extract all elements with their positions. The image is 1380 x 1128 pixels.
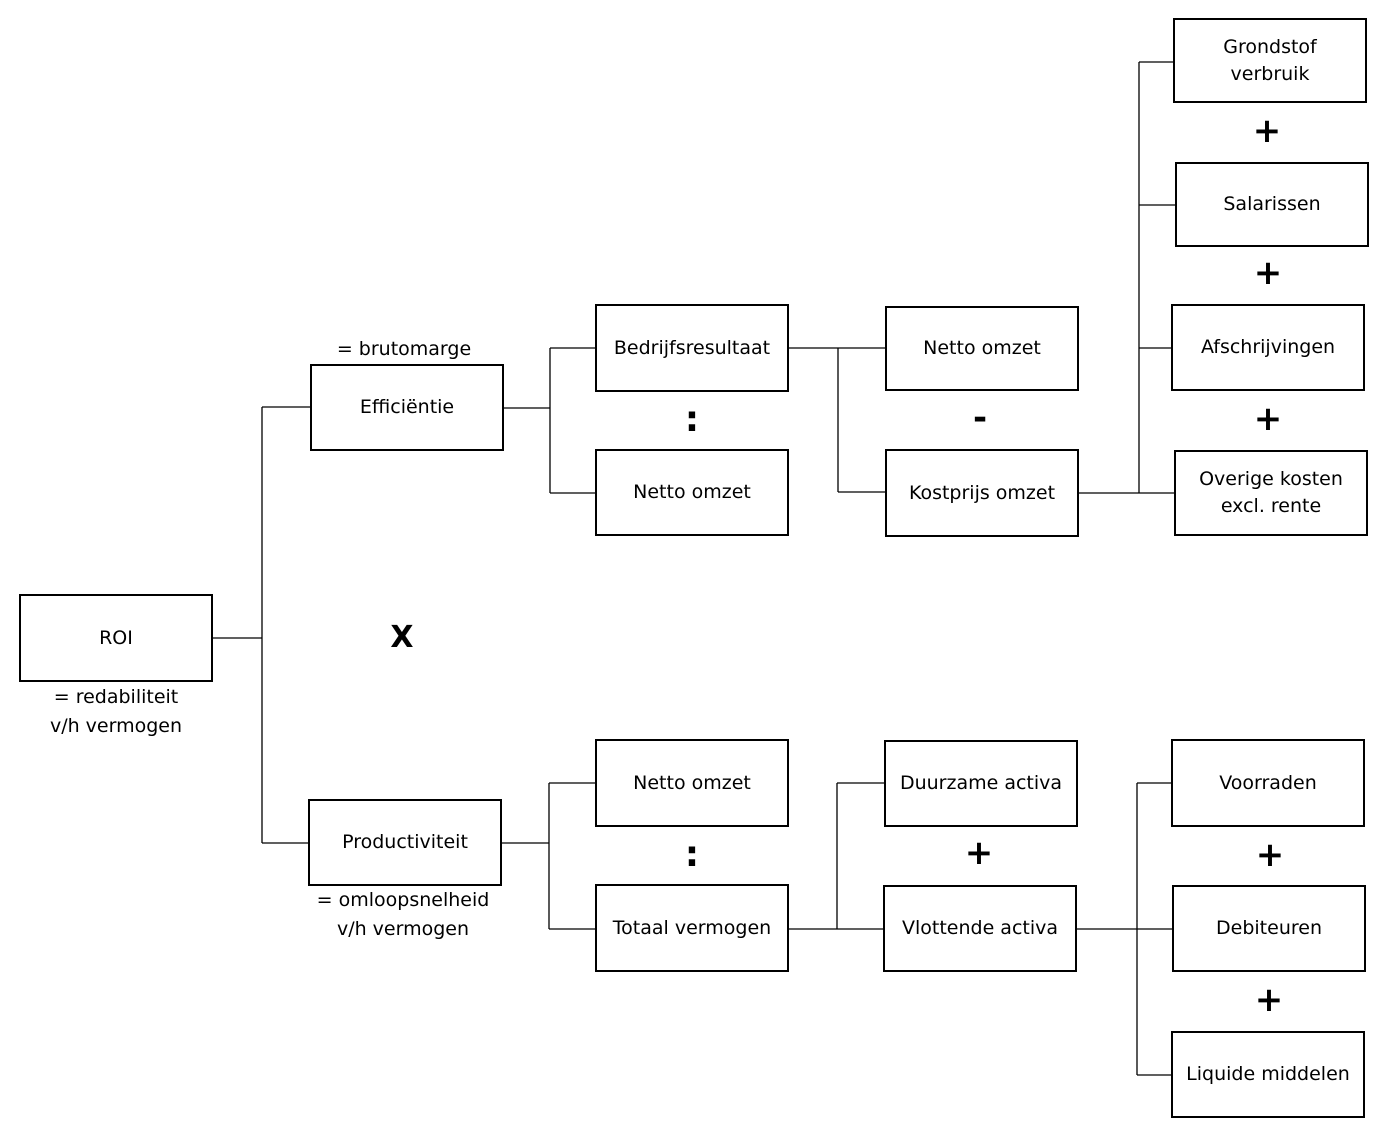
divide-operator-bottom: : <box>684 834 700 875</box>
divide-operator-top: : <box>684 399 700 440</box>
plus-operator-salarissen-afschrijvingen: + <box>1253 253 1283 293</box>
note-productiviteit: = omloopsnelheid v/h vermogen <box>316 889 490 940</box>
note-efficientie: = brutomarge <box>336 338 472 360</box>
node-duurzame-activa: Duurzame activa <box>884 740 1078 827</box>
node-netto-omzet-1: Netto omzet <box>595 449 789 536</box>
node-netto-omzet-2: Netto omzet <box>885 306 1079 391</box>
multiply-operator: X <box>390 620 414 655</box>
node-overige-kosten: Overige kosten excl. rente <box>1174 450 1368 536</box>
plus-operator-afschrijvingen-overige: + <box>1253 399 1283 439</box>
plus-operator-voorraden-debiteuren: + <box>1255 835 1285 875</box>
node-salarissen: Salarissen <box>1175 162 1369 247</box>
node-voorraden: Voorraden <box>1171 739 1365 827</box>
node-vlottende-activa: Vlottende activa <box>883 885 1077 972</box>
node-debiteuren: Debiteuren <box>1172 885 1366 972</box>
plus-operator-grondstof-salarissen: + <box>1252 111 1282 151</box>
node-bedrijfsresultaat: Bedrijfsresultaat <box>595 304 789 392</box>
node-productiviteit: Productiviteit <box>308 799 502 886</box>
node-efficientie: Efficiëntie <box>310 364 504 451</box>
node-kostprijs-omzet: Kostprijs omzet <box>885 449 1079 537</box>
minus-operator: - <box>972 398 988 438</box>
plus-operator-duurzame-vlottende: + <box>964 833 994 873</box>
node-grondstof-verbruik: Grondstof verbruik <box>1173 18 1367 103</box>
node-afschrijvingen: Afschrijvingen <box>1171 304 1365 391</box>
node-totaal-vermogen: Totaal vermogen <box>595 884 789 972</box>
node-netto-omzet-3: Netto omzet <box>595 739 789 827</box>
node-roi: ROI <box>19 594 213 682</box>
note-roi: = redabiliteit v/h vermogen <box>49 686 183 737</box>
node-liquide-middelen: Liquide middelen <box>1171 1031 1365 1118</box>
plus-operator-debiteuren-liquide: + <box>1254 980 1284 1020</box>
